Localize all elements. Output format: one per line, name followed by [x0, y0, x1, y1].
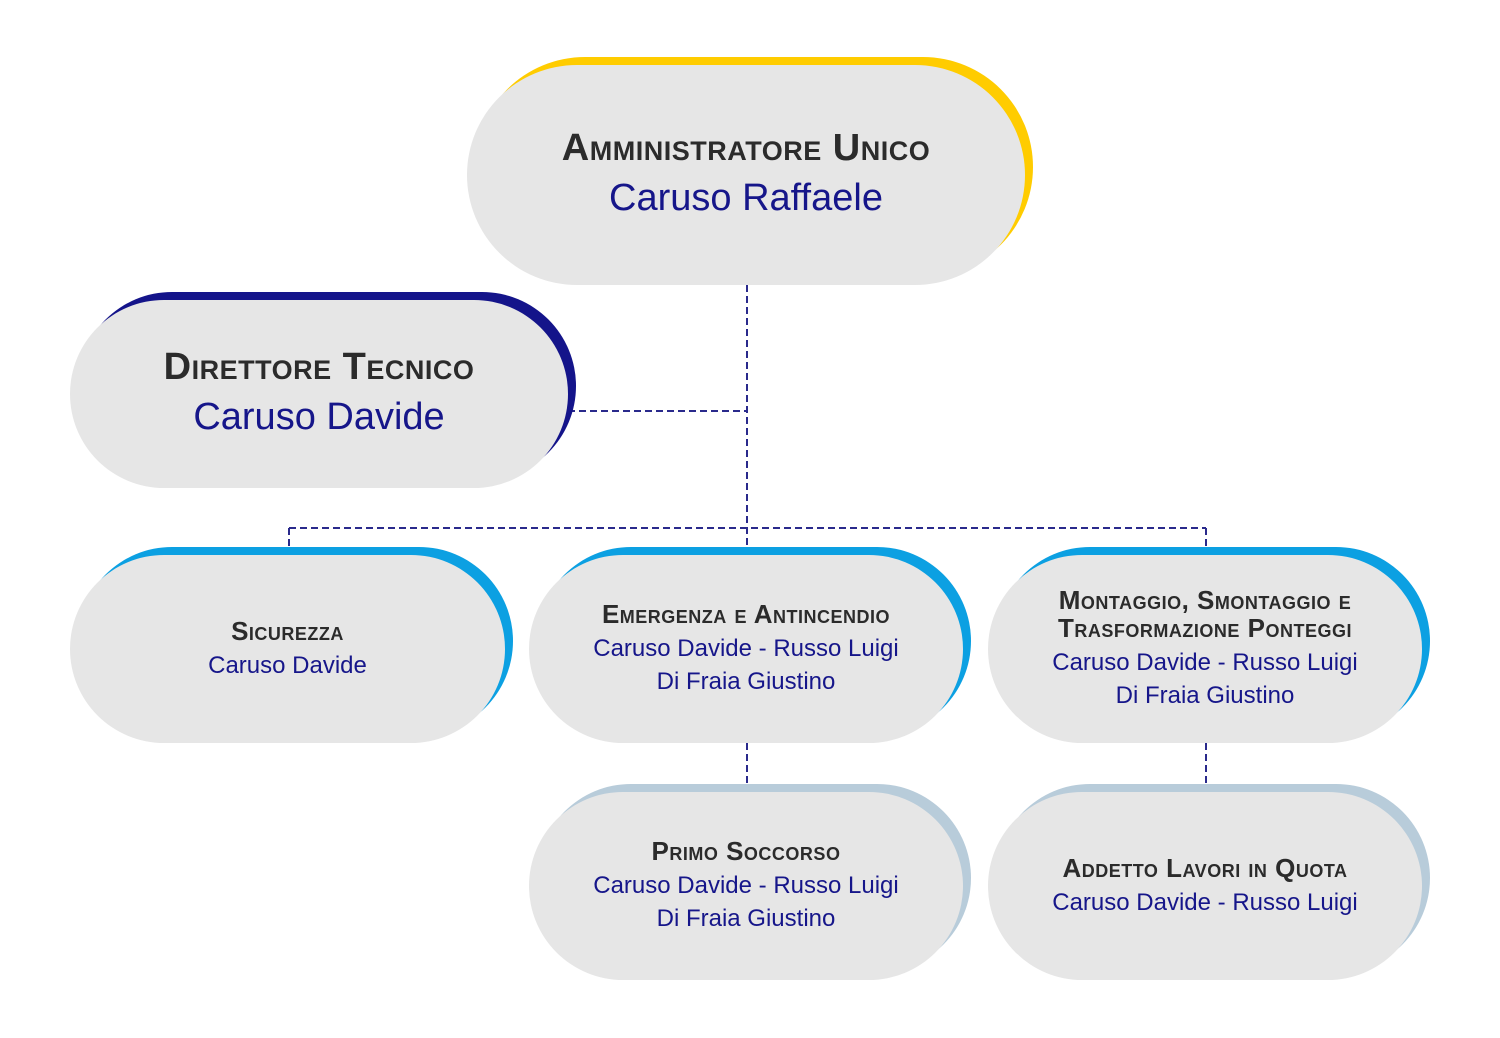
- node-amministratore-unico: Amministratore Unico Caruso Raffaele: [467, 57, 1033, 285]
- node-name: Caruso Davide - Russo Luigi: [593, 635, 899, 662]
- node-title: Sicurezza: [231, 615, 344, 646]
- node-name: Di Fraia Giustino: [1115, 682, 1295, 709]
- node-name: Di Fraia Giustino: [656, 905, 836, 932]
- node-name: Caruso Davide: [208, 651, 367, 679]
- node-name: Di Fraia Giustino: [656, 668, 836, 695]
- node-name: Caruso Davide - Russo Luigi: [593, 872, 899, 899]
- node-name: Caruso Davide - Russo Luigi: [1052, 888, 1358, 916]
- node-direttore-tecnico: Direttore Tecnico Caruso Davide: [70, 292, 576, 488]
- node-name: Caruso Raffaele: [609, 177, 883, 219]
- node-name: Caruso Davide - Russo Luigi: [1052, 649, 1358, 676]
- node-title: Trasformazione Ponteggi: [1058, 613, 1352, 643]
- node-sicurezza: Sicurezza Caruso Davide: [70, 547, 513, 743]
- node-title: Amministratore Unico: [561, 127, 931, 169]
- node-montaggio-ponteggi: Montaggio, Smontaggio e Trasformazione P…: [988, 547, 1430, 743]
- node-primo-soccorso: Primo Soccorso Caruso Davide - Russo Lui…: [529, 784, 971, 980]
- node-emergenza-antincendio: Emergenza e Antincendio Caruso Davide - …: [529, 547, 971, 743]
- node-title: Emergenza e Antincendio: [601, 599, 891, 629]
- node-name: Caruso Davide: [193, 396, 445, 438]
- node-addetto-lavori-quota: Addetto Lavori in Quota Caruso Davide - …: [988, 784, 1430, 980]
- node-title: Primo Soccorso: [651, 836, 841, 866]
- node-title: Addetto Lavori in Quota: [1062, 852, 1348, 883]
- node-title: Direttore Tecnico: [163, 346, 475, 388]
- node-title: Montaggio, Smontaggio e: [1058, 585, 1352, 615]
